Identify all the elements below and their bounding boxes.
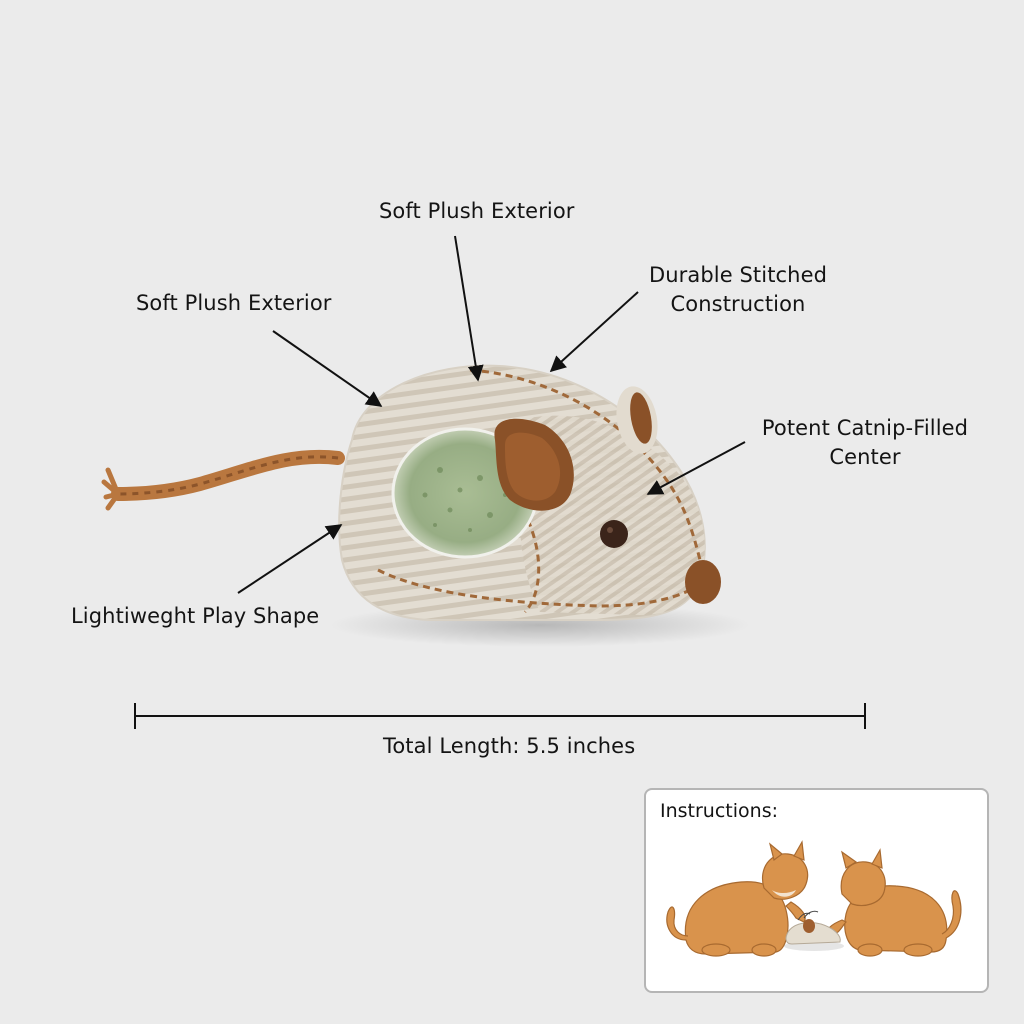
arrow-catnip bbox=[646, 441, 746, 495]
right-cat bbox=[826, 848, 962, 957]
label-total-length: Total Length: 5.5 inches bbox=[383, 734, 636, 758]
mouse-tail bbox=[101, 449, 345, 511]
label-lightweight-shape: Lightiwegh​t Play Shape bbox=[71, 604, 320, 628]
mouse-ear-back bbox=[616, 386, 658, 454]
arrow-top bbox=[454, 235, 484, 382]
stitch-seam-bottom bbox=[377, 568, 691, 608]
label-catnip-line1: Potent Catnip-Filled bbox=[761, 416, 969, 440]
arrow-left bbox=[272, 330, 383, 407]
label-durable-line2: Construction bbox=[670, 292, 806, 316]
instructions-title: Instructions: bbox=[660, 800, 778, 822]
arrow-lightweight bbox=[237, 524, 343, 594]
mouse-eye bbox=[600, 520, 628, 548]
mouse-ear-front bbox=[494, 418, 574, 511]
callout-arrows bbox=[237, 235, 746, 594]
cats-playing-illustration bbox=[666, 840, 962, 957]
mouse-nose bbox=[685, 560, 721, 604]
label-soft-plush-left: Soft Plush Exterior bbox=[136, 291, 332, 315]
left-cat bbox=[666, 840, 809, 957]
arrow-durable bbox=[549, 291, 639, 373]
dimension-line bbox=[134, 703, 866, 729]
mini-mouse-toy bbox=[784, 910, 844, 951]
stitch-seam-top bbox=[469, 368, 702, 561]
label-catnip-line2: Center bbox=[829, 445, 901, 469]
label-durable-stitched: Durable Stitched Construction bbox=[642, 261, 834, 319]
instructions-panel: Instructions: bbox=[644, 788, 989, 993]
label-durable-line1: Durable Stitched bbox=[648, 263, 828, 287]
label-catnip-center: Potent Catnip-Filled Center bbox=[752, 414, 978, 472]
label-soft-plush-top: Soft Plush Exterior bbox=[379, 199, 575, 223]
stitch-seam-window bbox=[523, 519, 541, 614]
